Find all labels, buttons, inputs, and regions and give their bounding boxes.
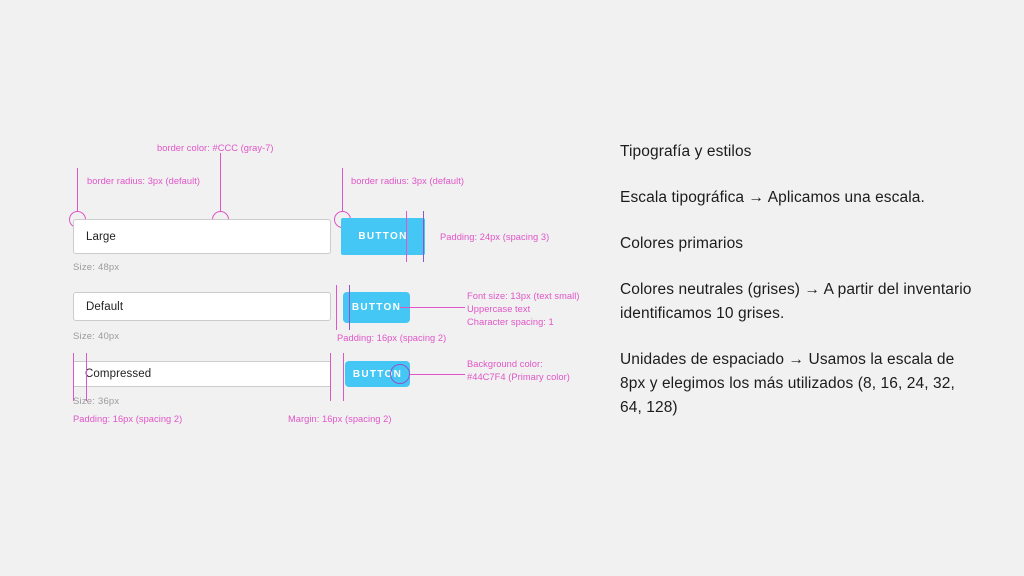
- size-note-large: Size: 48px: [73, 262, 120, 273]
- annotation-padding-large-button: Padding: 24px (spacing 3): [440, 232, 550, 242]
- input-field-large[interactable]: Large: [73, 219, 331, 254]
- padding-guide-default-inner: [349, 285, 350, 330]
- annotation-font-size: Font size: 13px (text small): [467, 291, 580, 301]
- input-field-default-label: Default: [86, 300, 124, 313]
- button-default[interactable]: BUTTON: [343, 292, 410, 323]
- annotation-character-spacing: Character spacing: 1: [467, 317, 554, 327]
- annotation-background-color-title: Background color:: [467, 359, 543, 369]
- padding-guide-large-inner: [406, 211, 407, 262]
- padding-guide-field-left-inner: [86, 353, 87, 401]
- input-field-compressed-label: Compressed: [85, 368, 152, 380]
- annotation-border-radius-field: border radius: 3px (default): [87, 176, 201, 186]
- leader-line-background-color: [410, 374, 465, 375]
- input-field-large-label: Large: [86, 230, 116, 243]
- annotation-border-radius-button: border radius: 3px (default): [351, 176, 465, 186]
- note-paragraph: Colores primarios: [620, 234, 744, 252]
- margin-guide-field-right-inner: [330, 353, 331, 401]
- note-paragraph: Escala tipográfica → Aplicamos una escal…: [620, 188, 925, 206]
- leader-line-border-color: [220, 153, 221, 212]
- margin-guide-field-right-outer: [343, 353, 344, 401]
- button-compressed-label: BUTTON: [352, 368, 403, 380]
- note-paragraph: Unidades de espaciado → Usamos la escala…: [620, 350, 955, 416]
- input-field-default[interactable]: Default: [73, 292, 331, 321]
- notes-column: Tipografía y estilos Escala tipográfica …: [620, 124, 972, 420]
- button-default-label: BUTTON: [351, 302, 402, 313]
- size-note-compressed: Size: 36px: [73, 396, 120, 407]
- note-paragraph: Colores neutrales (grises) → A partir de…: [620, 280, 972, 322]
- button-large[interactable]: BUTTON: [341, 218, 425, 255]
- leader-line-typography: [400, 307, 465, 308]
- annotation-background-color-value: #44C7F4 (Primary color): [467, 372, 570, 382]
- padding-guide-default-outer: [336, 285, 337, 330]
- leader-line-border-radius-field: [77, 168, 78, 212]
- annotation-uppercase: Uppercase text: [467, 304, 531, 314]
- button-large-label: BUTTON: [358, 231, 408, 242]
- size-note-default: Size: 40px: [73, 331, 120, 342]
- annotation-padding-default-button: Padding: 16px (spacing 2): [337, 333, 447, 343]
- padding-guide-large-outer: [423, 211, 424, 262]
- callout-circle-background-color: [390, 364, 410, 384]
- annotation-margin-field: Margin: 16px (spacing 2): [288, 414, 392, 424]
- note-paragraph: Tipografía y estilos: [620, 142, 752, 160]
- annotation-border-color: border color: #CCC (gray-7): [157, 143, 274, 153]
- padding-guide-field-left-outer: [73, 353, 74, 401]
- input-field-compressed[interactable]: Compressed: [73, 361, 331, 387]
- annotation-padding-field: Padding: 16px (spacing 2): [73, 414, 183, 424]
- leader-line-border-radius-button: [342, 168, 343, 212]
